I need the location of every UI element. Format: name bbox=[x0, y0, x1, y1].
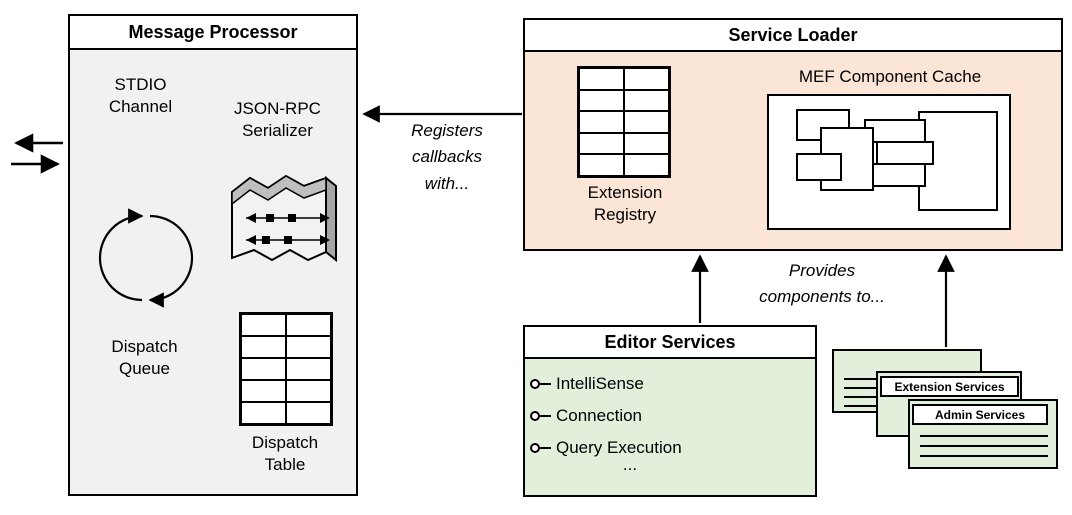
editor-service-item-intellisense: IntelliSense bbox=[525, 371, 644, 397]
lollipop-interface-icon bbox=[530, 411, 540, 421]
table-cell bbox=[579, 132, 624, 155]
interface-connector-line bbox=[540, 383, 551, 385]
table-cell bbox=[241, 358, 286, 380]
extension-services-label: Extension Services bbox=[880, 376, 1019, 397]
service-loader-box: Service Loader Extension Registry MEF Co… bbox=[523, 18, 1063, 251]
table-cell bbox=[241, 380, 286, 402]
registers-callbacks-note: Registers callbacks with... bbox=[411, 121, 483, 193]
table-cell bbox=[286, 358, 331, 380]
editor-services-title: Editor Services bbox=[525, 327, 815, 359]
table-cell bbox=[241, 336, 286, 358]
json-rpc-serializer-label: JSON-RPC Serializer bbox=[234, 99, 321, 141]
stdio-channel-label: STDIO Channel bbox=[108, 75, 173, 117]
mef-component-cache-label: MEF Component Cache bbox=[798, 67, 982, 86]
mef-component-cache-box bbox=[767, 94, 1011, 230]
text-line bbox=[920, 435, 1048, 437]
service-card-admin-services: Admin Services bbox=[908, 399, 1058, 469]
table-cell bbox=[286, 380, 331, 402]
editor-service-item-query-execution: Query Execution bbox=[525, 435, 682, 461]
table-cell bbox=[624, 111, 669, 133]
lollipop-interface-icon bbox=[530, 379, 540, 389]
table-cell bbox=[624, 89, 669, 112]
message-processor-title: Message Processor bbox=[70, 16, 356, 50]
text-line bbox=[844, 378, 904, 380]
table-cell bbox=[241, 402, 286, 424]
bidirectional-arrows-icon bbox=[11, 133, 63, 174]
provides-components-note: Provides components to... bbox=[759, 261, 885, 307]
text-line bbox=[920, 455, 1048, 457]
table-cell bbox=[241, 314, 286, 336]
dispatch-table-label: Dispatch Table bbox=[251, 433, 319, 475]
text-line bbox=[844, 387, 904, 389]
table-cell bbox=[624, 132, 669, 155]
text-line bbox=[920, 445, 1048, 447]
table-cell bbox=[624, 68, 669, 90]
extension-registry-label: Extension Registry bbox=[587, 183, 663, 225]
editor-service-item-label: IntelliSense bbox=[556, 374, 644, 393]
admin-services-label: Admin Services bbox=[912, 404, 1048, 425]
text-line bbox=[844, 405, 904, 407]
table-cell bbox=[579, 89, 624, 112]
service-loader-title: Service Loader bbox=[525, 20, 1061, 52]
table-cell bbox=[624, 154, 669, 176]
component-blocks-icon bbox=[796, 109, 998, 211]
editor-service-item-label: Connection bbox=[556, 406, 643, 425]
text-line bbox=[844, 396, 904, 398]
editor-service-item-connection: Connection bbox=[525, 403, 642, 429]
table-cell bbox=[286, 314, 331, 336]
lollipop-interface-icon bbox=[530, 443, 540, 453]
table-cell bbox=[286, 336, 331, 358]
table-cell bbox=[579, 68, 624, 90]
table-cell bbox=[579, 154, 624, 176]
cycle-arrows-icon bbox=[98, 208, 194, 308]
serializer-ribbon-icon bbox=[231, 174, 337, 263]
interface-connector-line bbox=[540, 415, 551, 417]
editor-service-item-label: Query Execution bbox=[556, 438, 682, 457]
dispatch-table-grid bbox=[239, 312, 333, 426]
interface-connector-line bbox=[540, 447, 551, 449]
dispatch-queue-label: Dispatch Queue bbox=[111, 337, 178, 379]
message-processor-box: Message Processor STDIO Channel JSON-RPC… bbox=[68, 14, 358, 496]
table-cell bbox=[286, 402, 331, 424]
editor-services-ellipsis: ... bbox=[622, 455, 638, 474]
editor-services-box: Editor Services IntelliSense Connection … bbox=[523, 325, 817, 497]
extension-registry-grid bbox=[577, 66, 671, 178]
table-cell bbox=[579, 111, 624, 133]
